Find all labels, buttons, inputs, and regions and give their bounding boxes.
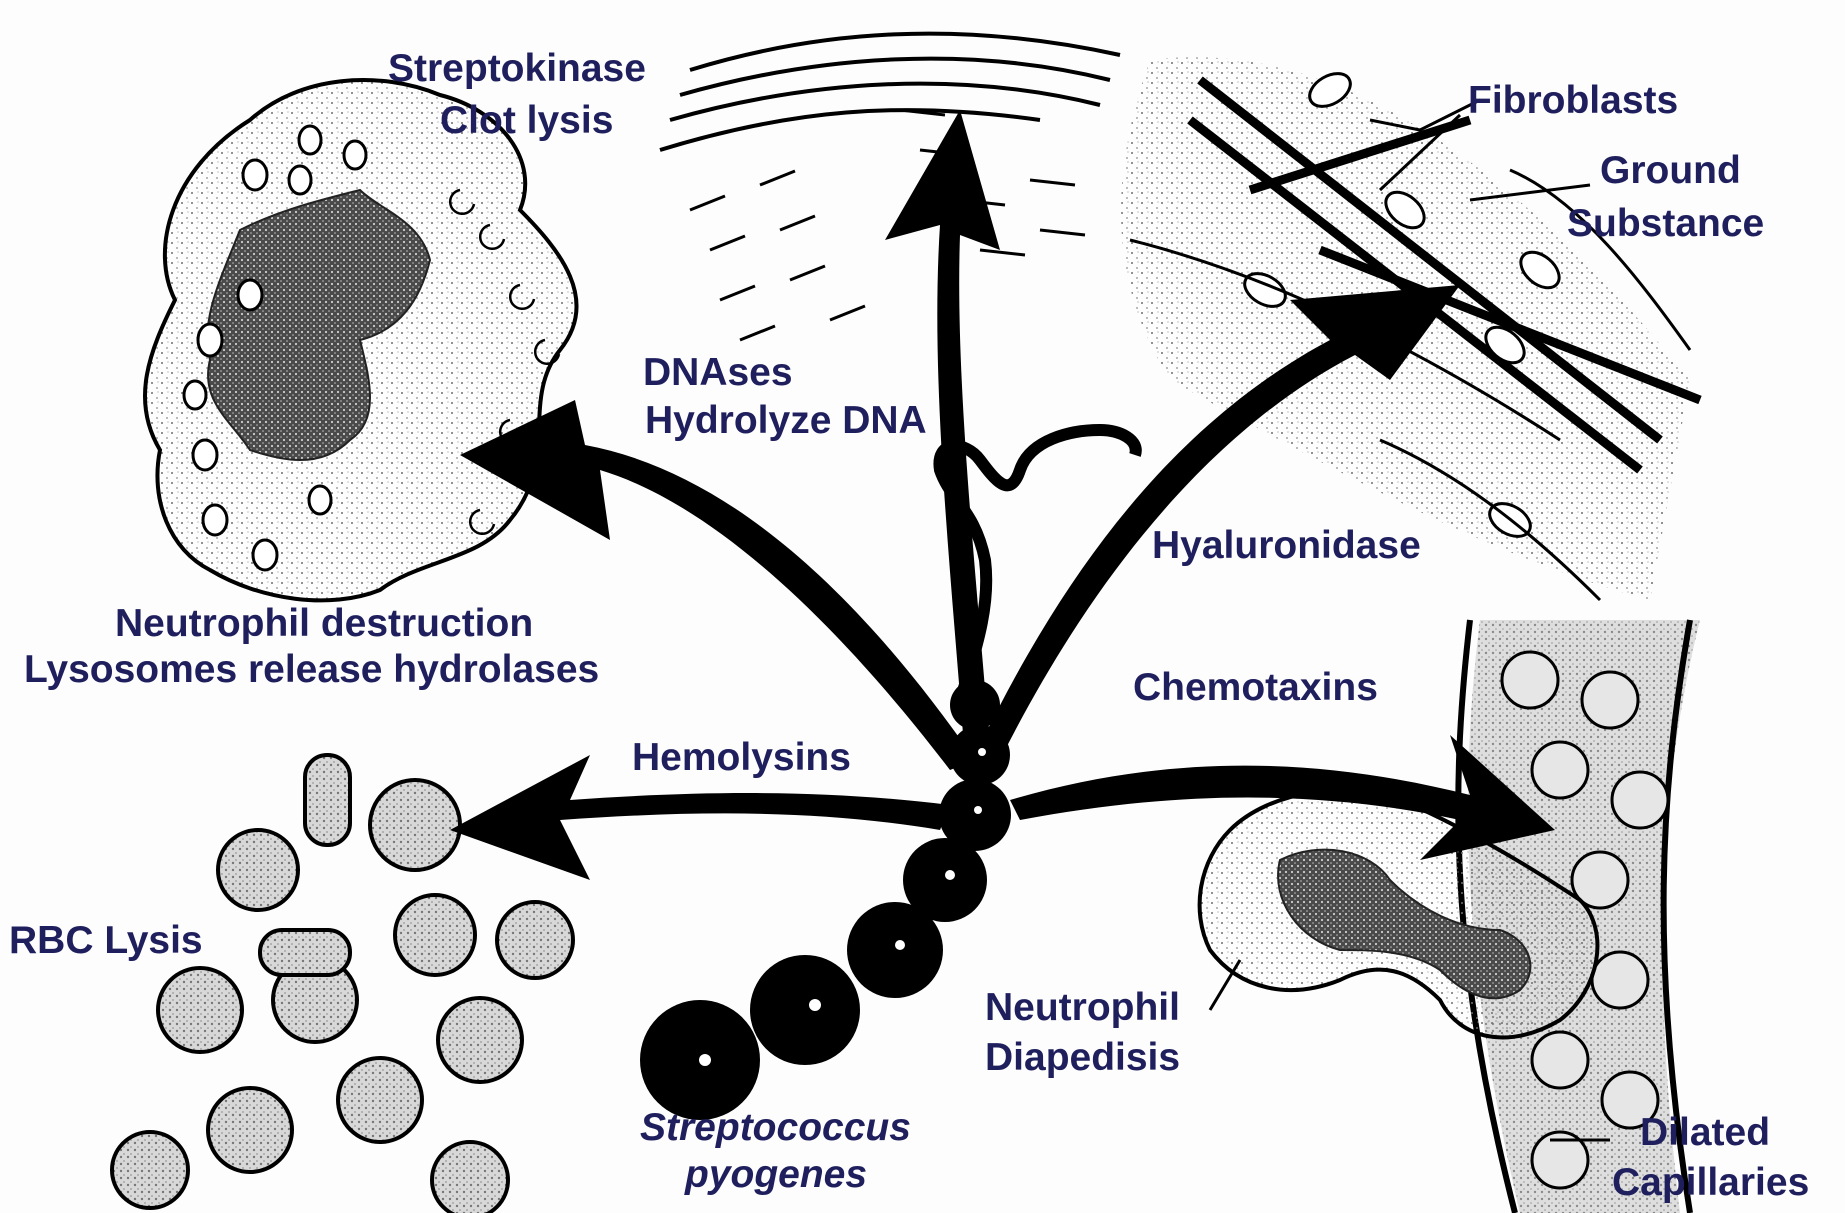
label-chemotaxins: Chemotaxins [1133,666,1378,709]
label-neutrophil-destruction: Neutrophil destruction [115,602,533,645]
label-streptokinase: Streptokinase [388,47,646,90]
label-lysosomes-release: Lysosomes release hydrolases [24,648,599,691]
label-neutrophil: Neutrophil [985,986,1180,1029]
label-hemolysins: Hemolysins [632,736,851,779]
label-fibroblasts: Fibroblasts [1468,79,1678,122]
label-hyaluronidase: Hyaluronidase [1152,524,1421,567]
label-streptococcus: Streptococcus [640,1106,911,1149]
label-ground: Ground [1600,149,1741,192]
label-rbc-lysis: RBC Lysis [9,919,203,962]
label-dilated: Dilated [1640,1111,1770,1154]
fibrin-strands-illustration [660,34,1120,340]
label-hydrolyze-dna: Hydrolyze DNA [645,399,927,442]
label-capillaries: Capillaries [1612,1161,1809,1204]
label-diapedisis: Diapedisis [985,1036,1180,1079]
neutrophil-destruction-illustration [145,80,577,600]
label-dnases: DNAses [643,351,793,394]
label-substance: Substance [1567,202,1764,245]
label-pyogenes: pyogenes [684,1153,867,1196]
label-clot-lysis: Clot lysis [440,99,613,142]
